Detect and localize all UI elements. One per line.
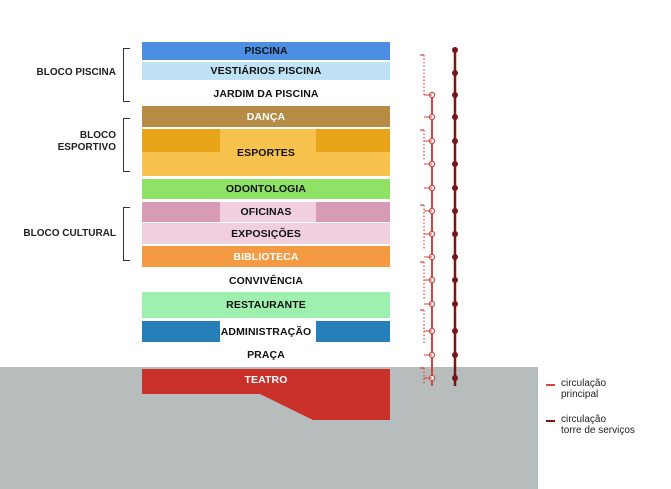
legend-service-circulation-label: circulação torre de serviços xyxy=(561,414,635,436)
legend-main-circulation-label: circulação principal xyxy=(561,378,607,400)
service-circulation-stop xyxy=(452,47,458,53)
floor-exposicoes: EXPOSIÇÕES xyxy=(142,223,390,244)
service-circulation-stop xyxy=(452,161,458,167)
group-label-bloco-piscina: BLOCO PISCINA xyxy=(36,67,116,78)
service-circulation-stop xyxy=(452,208,458,214)
bracket-bloco-piscina xyxy=(123,48,130,102)
service-circulation-stop xyxy=(452,254,458,260)
service-circulation-stop xyxy=(452,301,458,307)
service-circulation-stop xyxy=(452,185,458,191)
service-circulation-stop xyxy=(452,138,458,144)
legend-service-circulation-swatch xyxy=(546,420,555,422)
service-circulation-stop xyxy=(452,114,458,120)
service-circulation-stop xyxy=(452,328,458,334)
floor-administracao: ADMINISTRAÇÃO xyxy=(142,321,390,342)
floor-teatro: TEATRO xyxy=(244,374,288,386)
legend-main-circulation: circulação principal xyxy=(546,378,606,400)
service-circulation-stop xyxy=(452,70,458,76)
floor-restaurante: RESTAURANTE xyxy=(142,292,390,318)
floor-odontologia: ODONTOLOGIA xyxy=(142,179,390,199)
esportes-mezzanine-right xyxy=(316,129,390,152)
service-circulation-stop xyxy=(452,352,458,358)
bracket-bloco-esportivo xyxy=(123,118,130,172)
floor-jardim-piscina: JARDIM DA PISCINA xyxy=(142,85,390,103)
floor-biblioteca: BIBLIOTECA xyxy=(142,246,390,267)
floor-praca: PRAÇA xyxy=(142,345,390,365)
administracao-void-center xyxy=(220,321,316,342)
service-circulation-stop xyxy=(452,277,458,283)
service-circulation-stop xyxy=(452,375,458,381)
bracket-bloco-cultural xyxy=(123,207,130,261)
floor-danca: DANÇA xyxy=(142,106,390,127)
oficinas-void-center xyxy=(220,202,316,222)
legend-main-circulation-swatch xyxy=(546,384,555,386)
group-label-bloco-esportivo: BLOCO ESPORTIVO xyxy=(57,130,116,153)
esportes-mezzanine-left xyxy=(142,129,220,152)
service-circulation-stop xyxy=(452,92,458,98)
floor-convivencia: CONVIVÊNCIA xyxy=(142,271,390,290)
floor-piscina: PISCINA xyxy=(142,42,390,60)
floor-vestiarios-piscina: VESTIÁRIOS PISCINA xyxy=(142,62,390,80)
floor-esportes: ESPORTES xyxy=(142,129,390,176)
legend-service-circulation: circulação torre de serviços xyxy=(546,414,635,436)
floor-oficinas: OFICINAS xyxy=(142,202,390,222)
service-circulation-stop xyxy=(452,231,458,237)
group-label-bloco-cultural: BLOCO CULTURAL xyxy=(23,228,116,239)
